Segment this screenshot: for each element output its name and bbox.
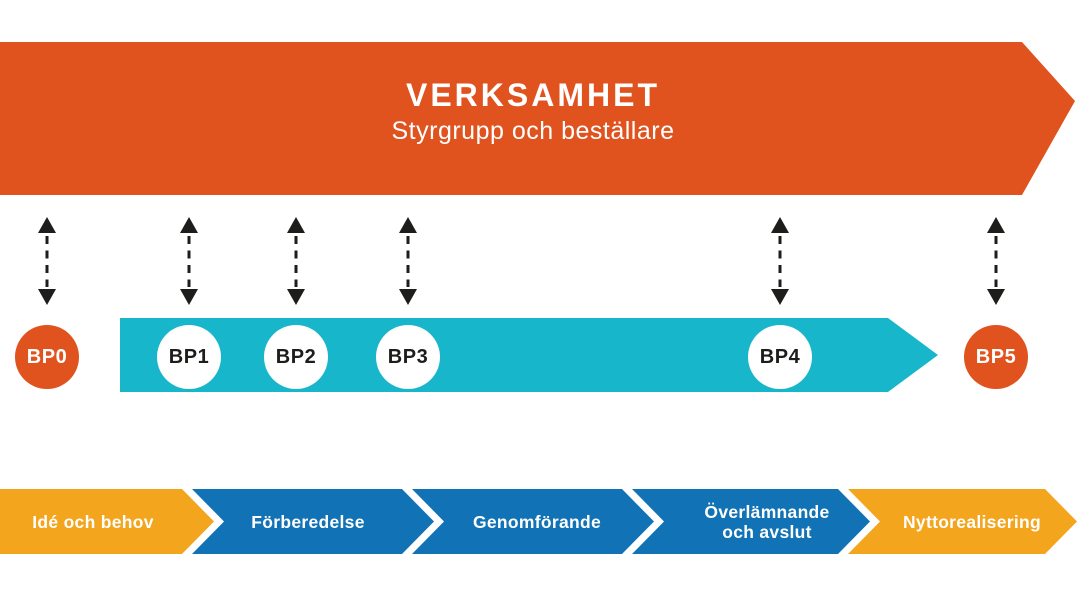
phase-label-nyttorealisering: Nyttorealisering [902,511,1042,532]
phase-chevron-5 [848,489,1077,554]
dashed-double-arrow-bp1 [180,217,198,305]
milestone-bp3: BP3 [376,325,440,389]
dashed-double-arrow-bp2 [287,217,305,305]
milestone-bp0-label: BP0 [26,345,68,368]
milestone-bp4-label: BP4 [759,345,801,368]
banner-subtitle: Styrgrupp och beställare [391,117,675,145]
banner-text-block: VERKSAMHET Styrgrupp och beställare [0,76,1066,148]
phase-label-overlamnande-och-avslut: Överlämnande och avslut [704,501,830,542]
phase-label-ide-och-behov: Idé och behov [32,511,154,532]
dashed-double-arrow-bp0 [38,217,56,305]
phase-label-genomforande: Genomförande [472,511,602,532]
milestone-bp0: BP0 [15,325,79,389]
dashed-double-arrow-bp3 [399,217,417,305]
banner-title: VERKSAMHET [405,77,660,113]
dashed-double-arrow-bp5 [987,217,1005,305]
phase-chevron-3 [412,489,654,554]
milestone-bp5: BP5 [964,325,1028,389]
milestone-bp2-label: BP2 [275,345,317,368]
milestone-bp5-label: BP5 [975,345,1017,368]
project-band-arrow [120,318,938,392]
phase-chevron-2 [192,489,434,554]
phase-label-forberedelse: Förberedelse [251,511,365,532]
verksamhet-banner-arrow [0,42,1075,195]
milestone-bp1-label: BP1 [168,345,210,368]
dashed-double-arrow-bp4 [771,217,789,305]
milestone-bp3-label: BP3 [387,345,429,368]
phase-chevron-1 [0,489,214,554]
milestone-bp1: BP1 [157,325,221,389]
phase-chevron-4 [632,489,870,554]
milestone-bp2: BP2 [264,325,328,389]
milestone-bp4: BP4 [748,325,812,389]
